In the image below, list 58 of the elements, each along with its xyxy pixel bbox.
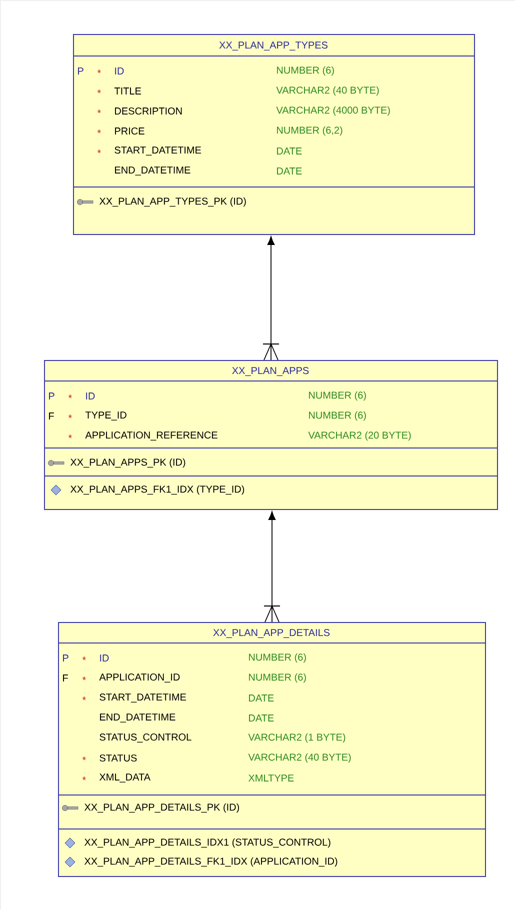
required-marker: * — [82, 756, 86, 760]
column-name: STATUS_CONTROL — [100, 734, 192, 742]
data-type: DATE — [277, 148, 302, 154]
index-name: XX_PLAN_APP_DETAILS_FK1_IDX (APPLICATION_ID) — [84, 857, 338, 867]
required-marker: * — [97, 110, 101, 114]
data-type: NUMBER (6) — [309, 391, 366, 401]
column-name: STATUS — [100, 754, 137, 762]
index-name: XX_PLAN_APP_TYPES_PK (ID) — [99, 197, 246, 207]
index-name: XX_PLAN_APPS_FK1_IDX (TYPE_ID) — [70, 485, 244, 495]
column-name: ID — [115, 68, 124, 74]
relationship-line — [262, 236, 280, 360]
data-type: VARCHAR2 (40 BYTE) — [248, 753, 351, 763]
data-type: NUMBER (6) — [277, 66, 334, 76]
data-type: VARCHAR2 (40 BYTE) — [276, 86, 379, 96]
index-name: XX_PLAN_APP_DETAILS_IDX1 (STATUS_CONTROL) — [84, 838, 330, 848]
data-type: NUMBER (6) — [249, 673, 306, 683]
column-name: START_DATETIME — [100, 694, 186, 702]
data-type: VARCHAR2 (20 BYTE) — [308, 431, 411, 441]
column-name: END_DATETIME — [115, 166, 190, 176]
data-type: DATE — [249, 714, 274, 722]
column-name: ID — [100, 654, 109, 662]
data-type: NUMBER (6) — [249, 653, 306, 663]
column-name: ID — [86, 392, 95, 400]
required-marker: * — [97, 130, 101, 134]
column-name: START_DATETIME — [114, 146, 201, 156]
column-name: APPLICATION_REFERENCE — [85, 432, 218, 440]
data-type: VARCHAR2 (1 BYTE) — [248, 733, 346, 743]
key-marker: F — [63, 674, 68, 682]
required-marker: * — [97, 150, 101, 154]
column-name: TITLE — [114, 88, 141, 94]
required-marker: * — [82, 676, 86, 680]
data-type: NUMBER (6,2) — [277, 126, 342, 136]
index-name: XX_PLAN_APP_DETAILS_PK (ID) — [84, 803, 239, 813]
required-marker: * — [97, 70, 101, 74]
data-type: NUMBER (6) — [309, 411, 366, 421]
required-marker: * — [82, 776, 86, 780]
required-marker: * — [82, 696, 86, 700]
index-name: XX_PLAN_APPS_PK (ID) — [70, 458, 186, 468]
required-marker: * — [68, 434, 72, 438]
relationship-line — [264, 511, 280, 622]
required-marker: * — [82, 656, 86, 660]
column-name: END_DATETIME — [100, 714, 176, 722]
data-type: DATE — [249, 694, 274, 702]
key-marker: P — [63, 654, 68, 662]
column-name: TYPE_ID — [85, 412, 126, 420]
key-marker: P — [49, 392, 54, 400]
data-type: VARCHAR2 (4000 BYTE) — [276, 106, 390, 116]
required-marker: * — [97, 90, 101, 94]
column-name: XML_DATA — [99, 774, 150, 782]
column-name: DESCRIPTION — [115, 107, 182, 115]
required-marker: * — [68, 394, 72, 398]
column-name: PRICE — [115, 127, 144, 135]
data-type: DATE — [277, 168, 302, 174]
data-type: XMLTYPE — [248, 774, 294, 782]
key-marker: P — [78, 68, 84, 74]
key-marker: F — [49, 412, 54, 420]
column-name: APPLICATION_ID — [99, 674, 180, 682]
required-marker: * — [68, 414, 72, 418]
